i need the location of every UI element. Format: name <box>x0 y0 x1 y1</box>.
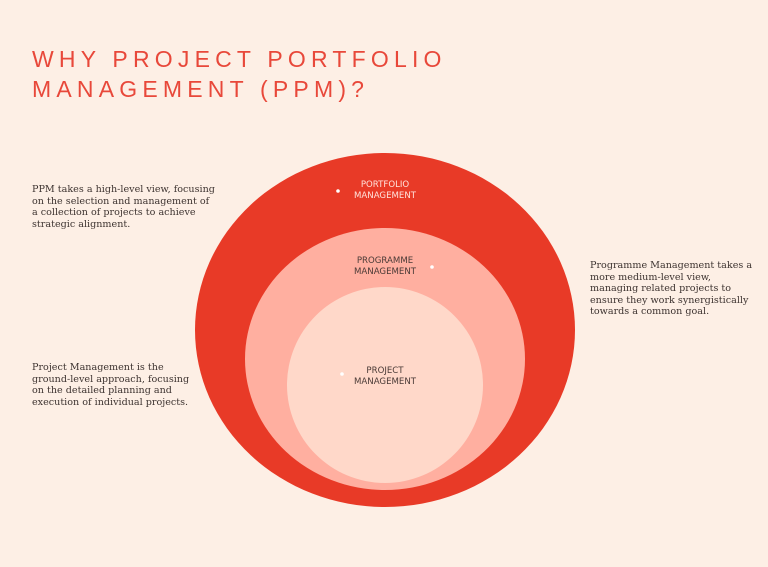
portfolio-label: PORTFOLIO MANAGEMENT <box>353 180 417 201</box>
programme-description: Programme Management takes a more medium… <box>590 260 753 318</box>
project-label: PROJECT MANAGEMENT <box>353 366 417 387</box>
project-connector <box>185 372 344 376</box>
title-line-2: MANAGEMENT (PPM)? <box>32 76 370 102</box>
project-description: Project Management is the ground-level a… <box>32 362 190 408</box>
programme-label: PROGRAMME MANAGEMENT <box>353 256 417 277</box>
programme-connector <box>430 265 577 269</box>
project-circle <box>287 287 483 483</box>
portfolio-description: PPM takes a high-level view, focusing on… <box>32 184 215 230</box>
page-title: WHY PROJECT PORTFOLIO MANAGEMENT (PPM)? <box>32 44 447 104</box>
title-line-1: WHY PROJECT PORTFOLIO <box>32 46 447 72</box>
portfolio-connector <box>215 189 340 193</box>
